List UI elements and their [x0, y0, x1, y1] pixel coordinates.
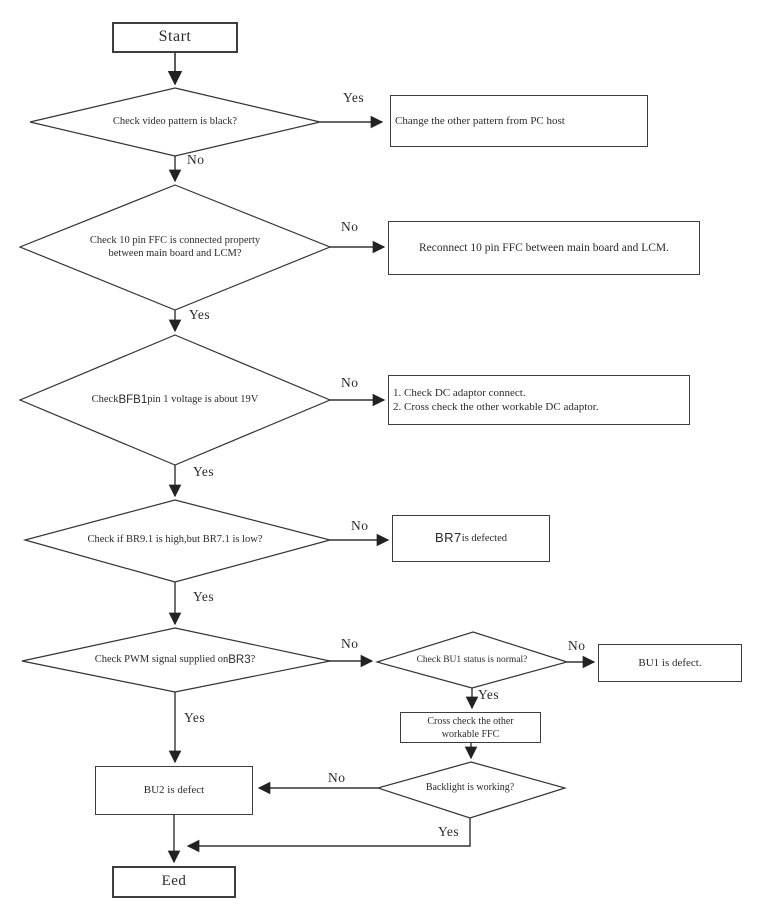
edge-d7-yes-to-end-junction	[186, 818, 471, 853]
process-reconnect-ffc: Reconnect 10 pin FFC between main board …	[388, 221, 700, 275]
process-br7-label: is defected	[461, 532, 507, 544]
process-dc-adaptor-line2: 2. Cross check the other workable DC ada…	[393, 401, 599, 413]
process-br7-defected: BR7 is defected	[392, 515, 550, 562]
edge-label-d3-yes: Yes	[193, 464, 215, 479]
decision-bfb1-voltage-shape	[18, 334, 332, 466]
edge-label-d7-no: No	[328, 770, 346, 785]
edge-label-d6-no: No	[568, 638, 586, 653]
edge-label-d6-yes: Yes	[478, 687, 500, 702]
decision-br9-br7-shape	[22, 499, 333, 583]
edge-label-d4-no: No	[351, 518, 369, 533]
start-label: Start	[158, 28, 192, 46]
edge-label-d5-no: No	[341, 636, 359, 651]
process-br7-token: BR7	[435, 530, 462, 546]
decision-bu1-status-shape	[374, 631, 570, 689]
process-change-pattern-label: Change the other pattern from PC host	[395, 114, 565, 127]
decision-backlight-working-shape	[375, 761, 568, 819]
decision-pwm-signal-shape	[21, 627, 331, 693]
process-cross-check-ffc-line2: workable FFC	[441, 728, 500, 740]
process-reconnect-ffc-label: Reconnect 10 pin FFC between main board …	[418, 241, 670, 254]
edge-label-d3-no: No	[341, 375, 359, 390]
process-dc-adaptor: 1. Check DC adaptor connect. 2. Cross ch…	[388, 375, 690, 425]
decision-ffc-connected-shape	[18, 184, 332, 311]
process-cross-check-ffc: Cross check the other workable FFC	[400, 712, 541, 743]
edge-label-d1-yes: Yes	[343, 90, 365, 105]
edge-label-d5-yes: Yes	[184, 710, 206, 725]
decision-video-pattern-shape	[29, 87, 321, 157]
edge-label-d4-yes: Yes	[193, 589, 215, 604]
edge-label-d2-no: No	[341, 219, 359, 234]
process-change-pattern: Change the other pattern from PC host	[390, 95, 648, 147]
process-bu1-defect: BU1 is defect.	[598, 644, 742, 682]
process-bu1-defect-label: BU1 is defect.	[638, 656, 702, 669]
end-label: Eed	[161, 873, 187, 890]
process-dc-adaptor-lines: 1. Check DC adaptor connect. 2. Cross ch…	[393, 386, 599, 415]
edge-label-d2-yes: Yes	[189, 307, 211, 322]
end-node: Eed	[112, 866, 236, 898]
process-cross-check-ffc-line1: Cross check the other	[427, 715, 514, 727]
edge-label-d1-no: No	[187, 152, 205, 167]
process-bu2-defect: BU2 is defect	[95, 766, 253, 815]
process-cross-check-ffc-lines: Cross check the other workable FFC	[427, 715, 513, 741]
process-dc-adaptor-line1: 1. Check DC adaptor connect.	[393, 386, 526, 399]
start-node: Start	[112, 22, 238, 53]
edge-label-d7-yes: Yes	[438, 824, 460, 839]
process-bu2-defect-label: BU2 is defect	[143, 784, 205, 797]
